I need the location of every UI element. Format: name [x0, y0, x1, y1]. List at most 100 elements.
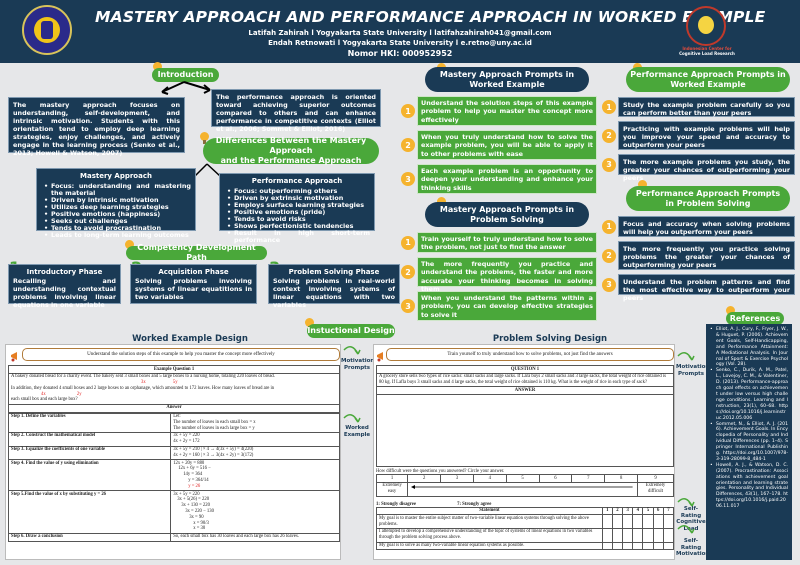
- scale-option[interactable]: 6: [538, 474, 573, 483]
- likert-cell[interactable]: [601, 527, 613, 543]
- mastery-approach-box: Mastery Approach Focus: understanding an…: [36, 168, 196, 239]
- likert-cell[interactable]: [632, 527, 644, 543]
- reference-item: Howell, A. J., & Watson, D. C. (2007). P…: [710, 463, 788, 510]
- likert-header-col: 3: [622, 506, 634, 516]
- likert-cell[interactable]: [622, 514, 634, 529]
- performance-approach-title: Performance Approach: [251, 177, 343, 185]
- ps-side-label-cognitive-load: Self-Rating Cognitive Load: [676, 506, 706, 532]
- prompt-item: Train yourself to truly understand how t…: [417, 232, 597, 253]
- mastery-we-pill: Mastery Approach Prompts in Worked Examp…: [425, 67, 589, 92]
- perf-ps-pill: Performance Approach Prompts in Problem …: [626, 186, 790, 211]
- step-line: 4x + 2y = 160 | × 3 → 3(4x + 2y) = 3(172…: [173, 452, 254, 458]
- likert-statement: My goal is to master the entire subject …: [376, 514, 603, 529]
- likert-cell[interactable]: [611, 514, 624, 529]
- number-badge-icon: 2: [602, 248, 616, 263]
- list-item: Driven by extrinsic motivation: [224, 195, 370, 203]
- likert-cell[interactable]: [601, 541, 613, 551]
- step-line: 4x + 2y = 172: [173, 439, 200, 445]
- list-item: Driven by intrinsic motivation: [41, 197, 191, 205]
- ps-question-title: QUESTION 1: [376, 365, 674, 374]
- likert-cell[interactable]: [642, 541, 654, 551]
- prompt-item: The more frequently you practice and und…: [417, 257, 597, 293]
- likert-cell[interactable]: [632, 541, 644, 551]
- list-item: Utilizes deep learning strategies: [41, 204, 191, 212]
- prompt-item: Study the example problem carefully so y…: [618, 97, 795, 117]
- mastery-approach-title: Mastery Approach: [80, 172, 152, 180]
- phase-title: Problem Solving Phase: [288, 268, 380, 276]
- step-row: Step 3. Equalize the coefficients of one…: [7, 445, 340, 461]
- likert-cell[interactable]: [601, 514, 613, 529]
- phase-title: Acquisition Phase: [158, 268, 229, 276]
- likert-cell[interactable]: [652, 514, 664, 529]
- reference-item: Elliot, A. J., Cury, F., Fryer, J. W., &…: [710, 327, 788, 368]
- scale-option[interactable]: 2: [407, 474, 442, 483]
- performance-intro-text: The performance approach is oriented tow…: [211, 89, 381, 133]
- poster-header: [0, 0, 800, 63]
- likert-header-col: 5: [642, 506, 654, 516]
- lightbulb-icon: [200, 132, 209, 144]
- likert-cell[interactable]: [652, 541, 664, 551]
- likert-header-col: 1: [601, 506, 613, 516]
- step-line: The number of loaves in each small box =…: [173, 419, 256, 425]
- likert-cell[interactable]: [642, 514, 654, 529]
- scale-option[interactable]: 3: [440, 474, 474, 483]
- list-item: Seeks out challenges: [41, 218, 191, 226]
- curved-arrow-icon: [343, 346, 361, 355]
- step-row: Step 2. Construct the mathematical model…: [7, 431, 340, 447]
- likert-cell[interactable]: [662, 541, 675, 551]
- likert-statement: I attempted to develop a comprehensive u…: [376, 527, 603, 543]
- scale-option[interactable]: 8: [604, 474, 639, 483]
- step-line: 3x + 5y = 210 | × 4 → 4(3x + 5y) = 4(220…: [173, 447, 254, 453]
- step-work: 3x + 5y = 210 | × 4 → 4(3x + 5y) = 4(220…: [170, 445, 340, 461]
- number-badge-icon: 1: [602, 219, 616, 234]
- curved-arrow-icon: [677, 525, 695, 534]
- phase-text: Recalling and understanding contextual p…: [13, 277, 116, 309]
- scale-option[interactable]: 5: [505, 474, 540, 483]
- step-label: Step 6. Draw a conclusion: [7, 532, 172, 542]
- likert-cell[interactable]: [611, 527, 624, 543]
- likert-cell[interactable]: [632, 514, 644, 529]
- worked-example-sheet: Understand the solution steps of this ex…: [5, 344, 341, 560]
- likert-cell[interactable]: [642, 527, 654, 543]
- performance-approach-box: Performance Approach Focus: outperformin…: [219, 173, 375, 244]
- list-item: Tends to avoid risks: [224, 216, 370, 224]
- step-line: 3x + 130 = 220: [181, 503, 210, 509]
- perf-we-pill: Performance Approach Prompts in Worked E…: [626, 67, 790, 92]
- likert-row: I attempted to develop a comprehensive u…: [376, 527, 675, 543]
- likert-cell[interactable]: [662, 527, 675, 543]
- scale-option[interactable]: 7: [571, 474, 606, 483]
- competency-pill: Competency Development Path: [126, 243, 267, 262]
- references-pill: References: [726, 312, 784, 325]
- number-badge-icon: 2: [602, 128, 616, 143]
- likert-cell[interactable]: [622, 541, 634, 551]
- list-item: Focus: outperforming others: [224, 188, 370, 196]
- list-item: Tends to avoid procrastination: [41, 225, 191, 233]
- ps-answer-title: ANSWER: [376, 386, 674, 396]
- step-line: x = 90/3: [193, 520, 209, 526]
- likert-cell[interactable]: [652, 527, 664, 543]
- scale-option[interactable]: 1: [375, 474, 409, 483]
- scale-option[interactable]: 9: [637, 474, 674, 483]
- step-line: y = 364/14: [188, 478, 209, 484]
- ps-question-text: A grocery store sells two types of rice …: [376, 372, 674, 388]
- step-line: Let:: [173, 414, 181, 420]
- ps-side-label-motivation: Motivation Prompts: [676, 364, 710, 377]
- step-work: So, each small box has 30 loaves and eac…: [170, 532, 340, 542]
- number-badge-icon: 3: [401, 299, 415, 313]
- likert-cell[interactable]: [611, 541, 624, 551]
- prompt-item: The more example problems you study, the…: [618, 154, 795, 182]
- intro-arrows-icon: [161, 81, 211, 95]
- number-badge-icon: 1: [401, 235, 415, 250]
- scale-option[interactable]: 4: [472, 474, 507, 483]
- performance-approach-list: Focus: outperforming othersDriven by ext…: [224, 188, 370, 244]
- number-badge-icon: 3: [602, 157, 616, 172]
- likert-cell[interactable]: [622, 527, 634, 543]
- likert-high-label: 7: Strongly agree: [457, 501, 492, 507]
- ps-answer-area[interactable]: [376, 394, 674, 468]
- likert-cell[interactable]: [662, 514, 675, 529]
